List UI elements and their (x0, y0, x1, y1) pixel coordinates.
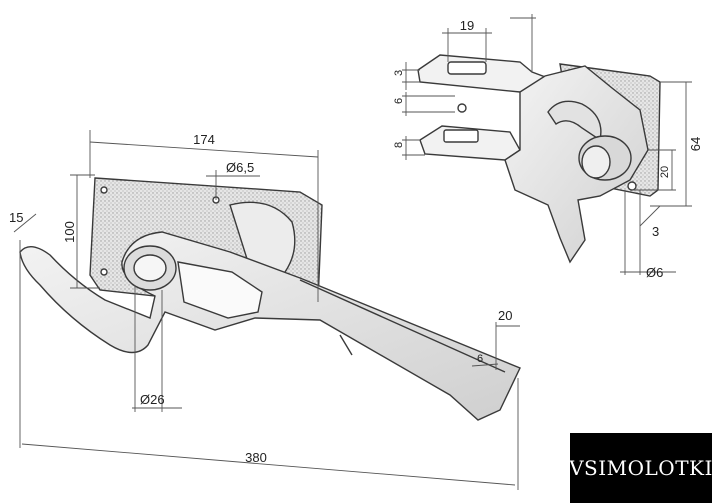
dim-striker-height: 64 (688, 137, 703, 151)
dim-striker-thick: 3 (393, 70, 405, 76)
striker-slot-hole (457, 103, 467, 113)
plate-hole (100, 186, 108, 194)
handle-window (177, 261, 263, 319)
dim-hole-big: Ø26 (140, 392, 165, 407)
striker-assembly (417, 54, 661, 264)
striker-roller-face (581, 145, 611, 179)
brand-text: VSIMOLOTKI (569, 456, 712, 480)
brand-logo: VSIMOLOTKI (569, 433, 712, 503)
dim-striker-slot: 6 (393, 98, 405, 104)
dim-tip-angle: 15 (9, 210, 23, 225)
dim-length-total: 380 (245, 450, 267, 465)
pivot-hole (133, 254, 167, 282)
dim-striker-width: 19 (460, 18, 474, 33)
lever-edge (299, 279, 506, 373)
dim-end-notch: 6 (477, 353, 483, 365)
plate-hole (100, 268, 108, 276)
latch-assembly (19, 177, 521, 421)
dim-plate-height: 100 (62, 221, 77, 243)
dim-striker-hole: Ø6 (646, 265, 663, 280)
striker-upper-slot (447, 61, 487, 75)
striker-hole (627, 181, 637, 191)
striker-lower-slot (443, 129, 479, 143)
striker-dimensions (402, 14, 692, 275)
dim-end-width: 20 (498, 308, 512, 323)
dim-hole-small: Ø6,5 (226, 160, 254, 175)
dim-striker-offset: 20 (659, 166, 671, 178)
striker-hook (547, 100, 602, 142)
striker-body (504, 65, 649, 264)
latch-dimensions (13, 130, 520, 490)
dim-striker-edge: 3 (652, 224, 659, 239)
dim-striker-gap: 8 (393, 142, 405, 148)
dim-plate-width: 174 (193, 132, 215, 147)
lever-bend (339, 334, 353, 356)
